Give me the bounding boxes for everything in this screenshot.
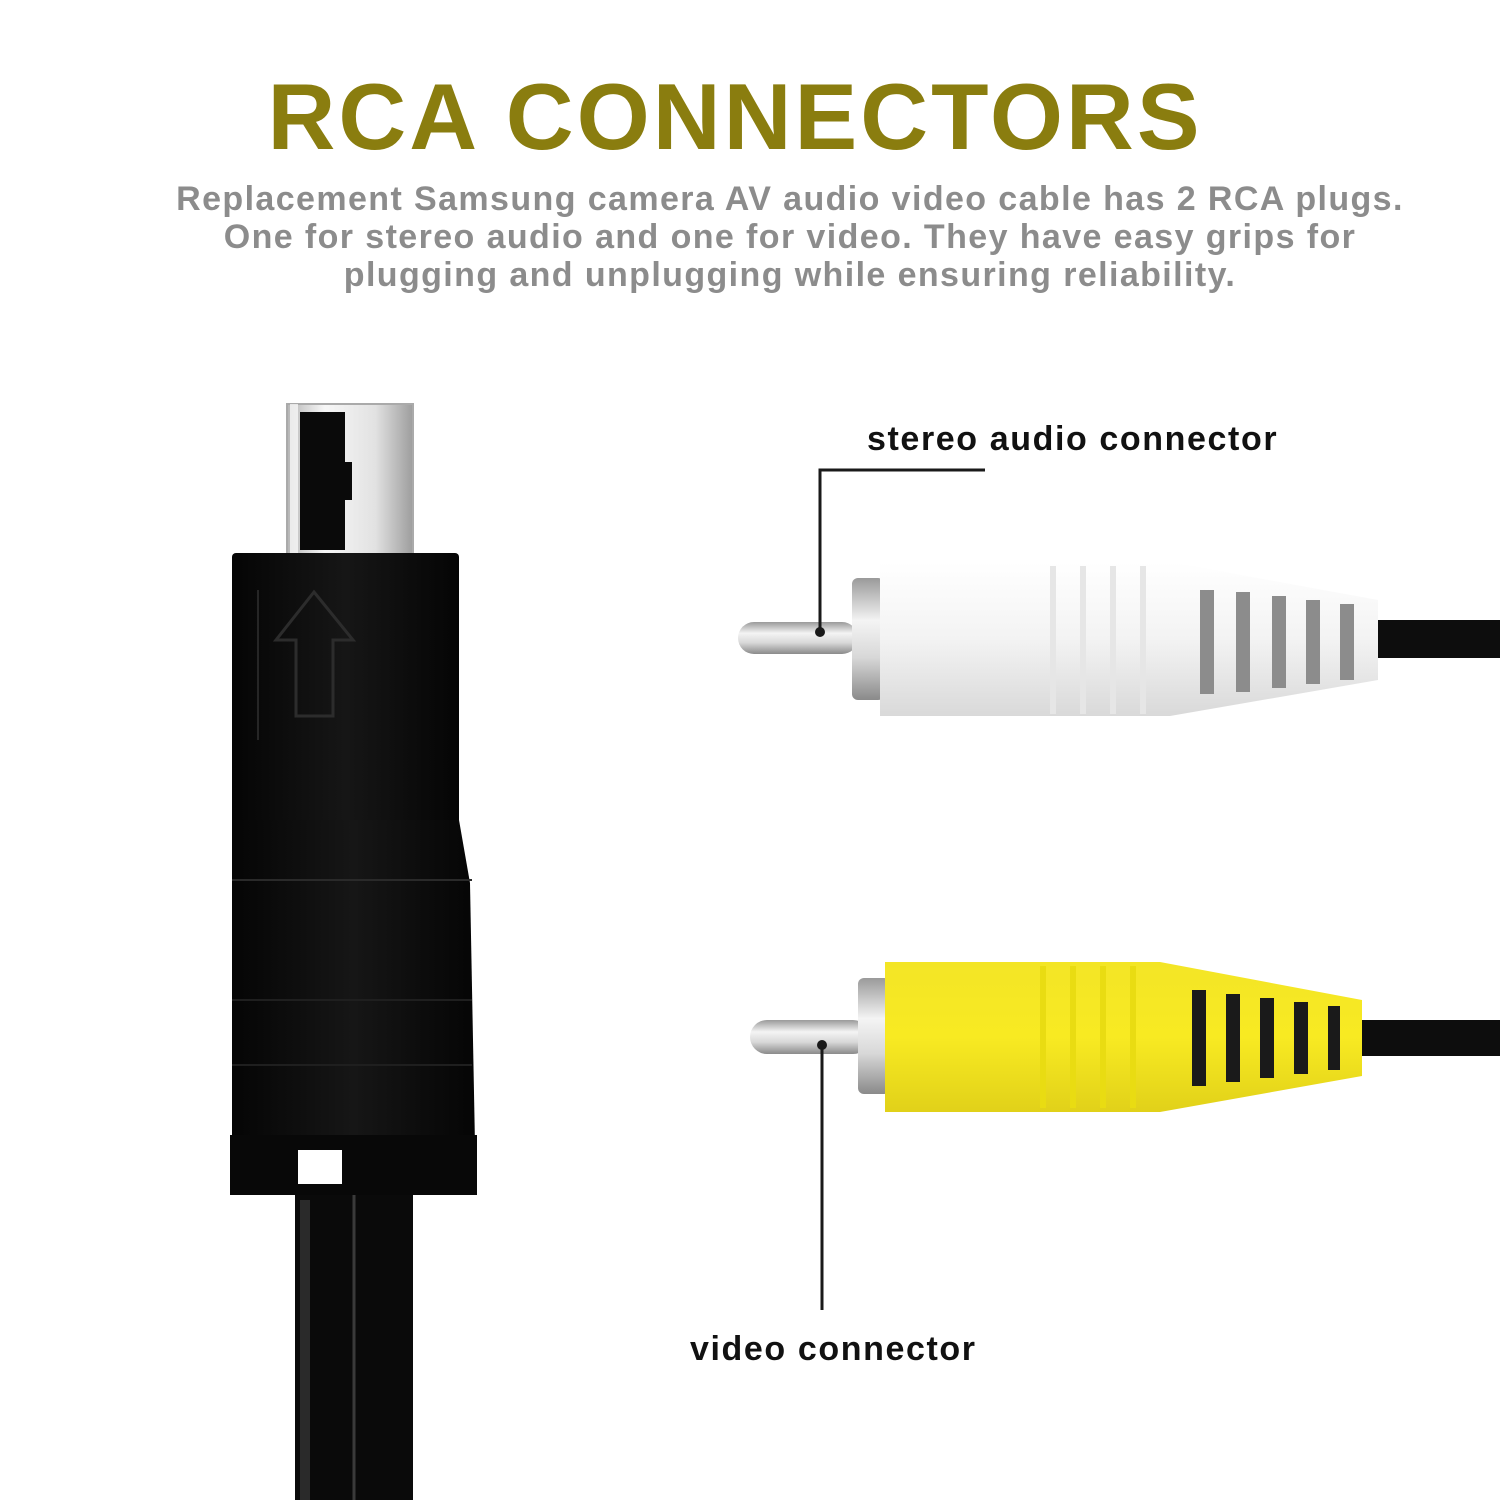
description-line: plugging and unplugging while ensuring r… [343, 256, 1237, 294]
video-connector-label: video connector [690, 1330, 977, 1368]
yellow-rca-plug [750, 962, 1500, 1112]
description-line: One for stereo audio and one for video. … [223, 218, 1357, 256]
video-callout-line [817, 1040, 827, 1310]
stereo-audio-label: stereo audio connector [867, 420, 1279, 458]
product-description: Replacement Samsung camera AV audio vide… [100, 180, 1480, 294]
arrow-up-icon [272, 589, 357, 718]
audio-callout-line [815, 468, 985, 637]
white-rca-plug [738, 562, 1500, 716]
mini-usb-connector [230, 403, 477, 1500]
description-line: Replacement Samsung camera AV audio vide… [176, 180, 1404, 218]
page-title: RCA CONNECTORS [267, 64, 1203, 169]
